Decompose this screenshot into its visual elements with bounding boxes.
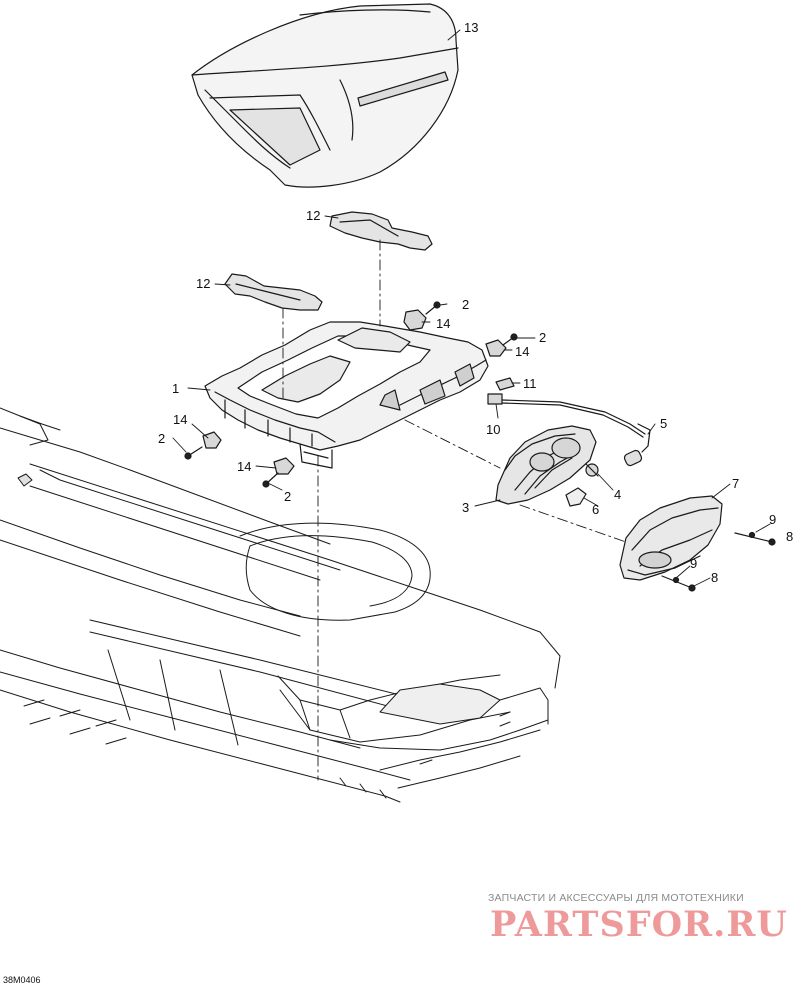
leader-lines — [172, 29, 771, 587]
callout-11: 11 — [523, 376, 537, 391]
callout-9-bottom: 9 — [690, 556, 697, 571]
seat-base-part — [204, 321, 489, 469]
watermark-logo: PARTSFOR.RU — [490, 904, 788, 945]
callout-7: 7 — [732, 476, 739, 491]
connector-part — [487, 377, 646, 438]
bulb-holder-part — [585, 463, 599, 477]
callout-2-top: 2 — [462, 297, 469, 312]
lens-screw-part — [661, 531, 776, 592]
tail-light-housing-part — [495, 425, 597, 505]
pad-upper-part — [329, 211, 433, 251]
callout-5: 5 — [660, 416, 667, 431]
callout-3: 3 — [462, 500, 469, 515]
callout-14-right: 14 — [515, 344, 529, 359]
harness-part — [623, 423, 651, 467]
callout-14-top: 14 — [436, 316, 450, 331]
callout-1: 1 — [172, 381, 179, 396]
clip-part — [202, 309, 507, 475]
callout-14-left: 14 — [173, 412, 187, 427]
callout-6: 6 — [592, 502, 599, 517]
callout-9-right: 9 — [769, 512, 776, 527]
image-code: 38M0406 — [3, 975, 41, 985]
callout-labels: 13 12 12 2 14 2 14 1 11 10 5 14 2 14 2 3… — [158, 20, 793, 585]
callout-2-right: 2 — [539, 330, 546, 345]
callout-8-right: 8 — [786, 529, 793, 544]
callout-2-left: 2 — [158, 431, 165, 446]
bulb-part — [565, 487, 587, 507]
screw-part — [184, 301, 518, 488]
watermark-subtitle: ЗАПЧАСТИ И АКСЕССУАРЫ ДЛЯ МОТОТЕХНИКИ — [488, 892, 744, 904]
callout-12-upper: 12 — [306, 208, 320, 223]
callout-10: 10 — [486, 422, 500, 437]
alignment-guides — [282, 239, 627, 781]
callout-8-bottom: 8 — [711, 570, 718, 585]
tail-light-lens-part — [619, 495, 723, 581]
chassis-frame — [0, 407, 561, 803]
callout-14-bottom: 14 — [237, 459, 251, 474]
callout-13: 13 — [464, 20, 478, 35]
callout-2-bottom: 2 — [284, 489, 291, 504]
callout-12-left: 12 — [196, 276, 210, 291]
seat-part — [191, 3, 459, 188]
pad-left-part — [224, 273, 323, 311]
callout-4: 4 — [614, 487, 621, 502]
